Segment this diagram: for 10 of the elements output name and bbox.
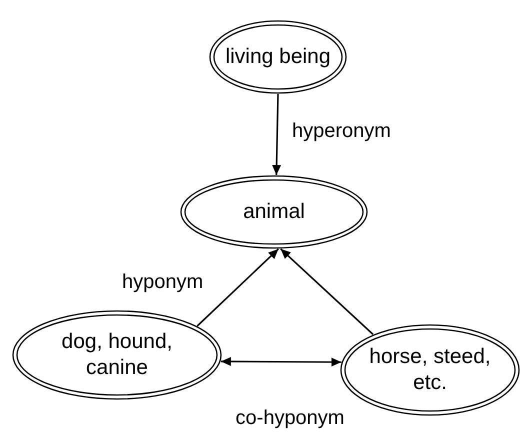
arrow <box>272 94 282 176</box>
edge-label: hyperonym <box>290 120 393 143</box>
arrow <box>220 357 342 367</box>
node-label: horse, steed, etc. <box>368 344 492 396</box>
arrow <box>196 248 279 327</box>
node-label: dog, hound, canine <box>60 328 174 381</box>
edge-label: co-hyponym <box>234 407 346 430</box>
node-label: living being <box>225 44 331 70</box>
arrow <box>280 248 374 335</box>
node-label: animal <box>243 198 305 225</box>
